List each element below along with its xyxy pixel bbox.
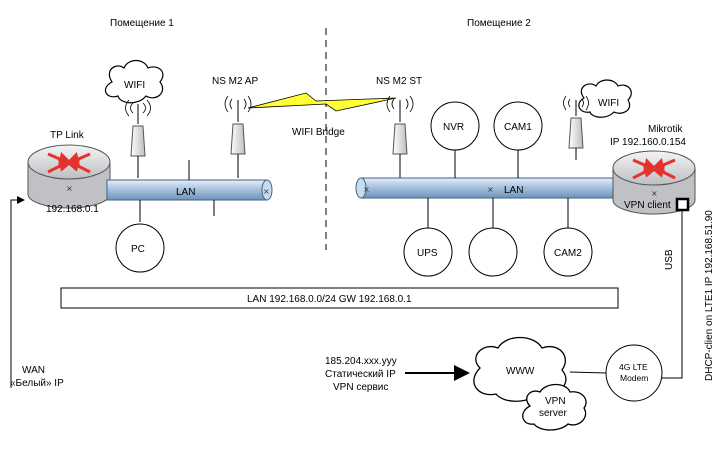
wifi-room1-label: WIFI <box>124 80 145 91</box>
wifi-cloud-room2 <box>578 79 632 118</box>
ap-label: NS M2 AP <box>212 76 258 87</box>
www-label: WWW <box>506 366 535 377</box>
vpn-service-label: VPN сервис <box>333 382 388 393</box>
mikrotik-router-icon: × <box>612 150 696 215</box>
lan-room2-label: LAN <box>504 185 523 196</box>
pc-label: PC <box>131 244 145 255</box>
static-ip-address: 185.204.xxx.yyy <box>325 356 397 367</box>
vpn-server-cloud <box>522 383 587 431</box>
wan-label-line1: WAN <box>22 365 45 376</box>
tplink-ip: 192.168.0.1 <box>46 204 99 215</box>
tplink-router-icon: × <box>27 144 111 209</box>
svg-text:×: × <box>363 185 370 194</box>
usb-cable <box>662 210 683 379</box>
www-cloud <box>473 336 567 402</box>
svg-text:×: × <box>651 189 658 198</box>
cam1-label: CAM1 <box>504 122 532 133</box>
vpn-server-line2: server <box>539 408 567 419</box>
cam2-label: CAM2 <box>554 248 582 259</box>
dhcp-note: DHCP-clien on LTE1 IP 192.168.51.90 <box>704 210 715 381</box>
wan-label-line2: «Белый» IP <box>10 378 64 389</box>
nvr-label: NVR <box>443 122 464 133</box>
wifi-bridge-bolt-icon <box>247 92 397 112</box>
vpn-client-label: VPN client <box>624 200 671 211</box>
st-label: NS M2 ST <box>376 76 422 87</box>
lan-segment-room2: × × <box>355 177 629 199</box>
room2-title: Помещение 2 <box>467 18 531 29</box>
svg-text:×: × <box>66 184 73 193</box>
modem-line1: 4G LTE <box>619 362 648 372</box>
room1-title: Помещение 1 <box>110 18 174 29</box>
svg-text:×: × <box>487 185 494 194</box>
ups-node <box>403 227 453 277</box>
static-ip-label: Статический IP <box>325 369 396 380</box>
wifi-room2-label: WIFI <box>598 98 619 109</box>
pc-node <box>115 223 165 273</box>
antenna-icon-room2-wifi <box>563 95 589 160</box>
mikrotik-ip: IP 192.160.0.154 <box>610 137 686 148</box>
lan-room1-label: LAN <box>176 187 195 198</box>
lte-modem-node <box>605 344 663 402</box>
cam1-node <box>493 101 543 151</box>
www-modem-link <box>569 371 607 374</box>
wifi-cloud-room1 <box>104 59 164 104</box>
antenna-icon-ns-m2-ap <box>224 95 252 178</box>
lan-network-bar <box>60 287 619 309</box>
lan-network-label: LAN 192.168.0.0/24 GW 192.168.0.1 <box>247 294 412 305</box>
wan-link <box>10 196 25 388</box>
usb-port-icon <box>675 197 690 212</box>
nvr-node <box>430 101 480 151</box>
usb-label: USB <box>664 249 675 270</box>
antenna-icon-ns-m2-st <box>386 95 414 178</box>
antenna-icon-room1-wifi <box>125 99 151 178</box>
mikrotik-name: Mikrotik <box>648 124 683 135</box>
ups-label: UPS <box>417 248 438 259</box>
cam2-node <box>543 227 593 277</box>
svg-text:×: × <box>263 187 270 196</box>
wifi-bridge-label: WIFI Bridge <box>292 127 345 138</box>
lan-segment-room1: × <box>106 179 273 201</box>
modem-line2: Modem <box>620 373 648 383</box>
vpn-server-line1: VPN <box>545 396 566 407</box>
tplink-name: TP Link <box>50 130 85 141</box>
unlabeled-node <box>468 227 518 277</box>
